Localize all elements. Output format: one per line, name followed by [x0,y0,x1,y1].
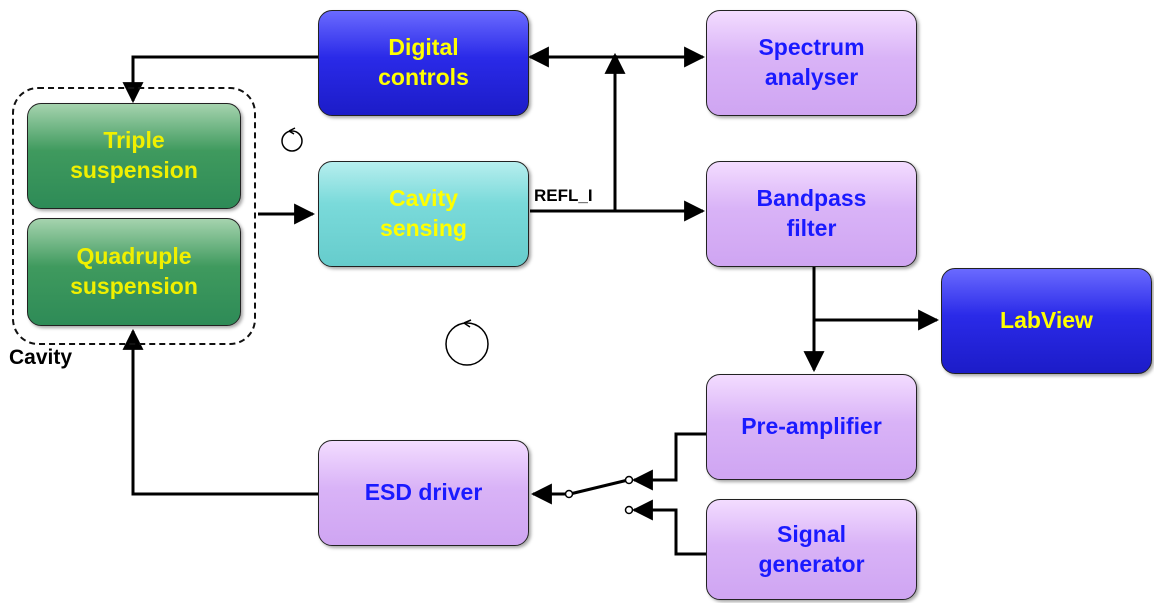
triple-suspension-block: Triple suspension [27,103,241,209]
labview-label: LabView [1000,307,1093,334]
labview-block: LabView [941,268,1152,374]
digital-controls-block: Digital controls [318,10,529,116]
pre-amplifier-block: Pre-amplifier [706,374,917,480]
digital-controls-label: Digital controls [378,34,469,90]
loop-symbol-large [445,322,489,366]
switch-contact-common [564,489,574,499]
esd-driver-block: ESD driver [318,440,529,546]
cavity-sensing-block: Cavity sensing [318,161,529,267]
cavity-enclosure [12,87,256,345]
cavity-sensing-label: Cavity sensing [380,185,467,241]
spectrum-analyser-label: Spectrum analyser [758,34,865,90]
pre-amplifier-label: Pre-amplifier [741,413,882,440]
loop-symbol-small [281,130,303,152]
bandpass-filter-label: Bandpass filter [756,185,867,241]
switch-arm [569,478,629,496]
wire-siggen-to-switch [631,499,706,556]
refl-i-label: REFL_I [534,186,593,205]
triple-suspension-label: Triple suspension [70,127,198,183]
esd-driver-label: ESD driver [364,479,483,506]
wire-preamp-to-switch [631,432,706,491]
switch-contact-preamp [624,475,634,485]
quadruple-suspension-block: Quadruple suspension [27,218,241,326]
quadruple-suspension-label: Quadruple suspension [70,243,198,299]
wire-digital-to-triple [122,55,318,104]
spectrum-analyser-block: Spectrum analyser [706,10,917,116]
bandpass-filter-block: Bandpass filter [706,161,917,267]
wire-esd-to-quadruple [122,328,318,496]
signal-generator-block: Signal generator [706,499,917,600]
signal-generator-label: Signal generator [758,520,865,577]
cavity-label: Cavity [9,346,73,369]
switch-contact-siggen [624,505,634,515]
